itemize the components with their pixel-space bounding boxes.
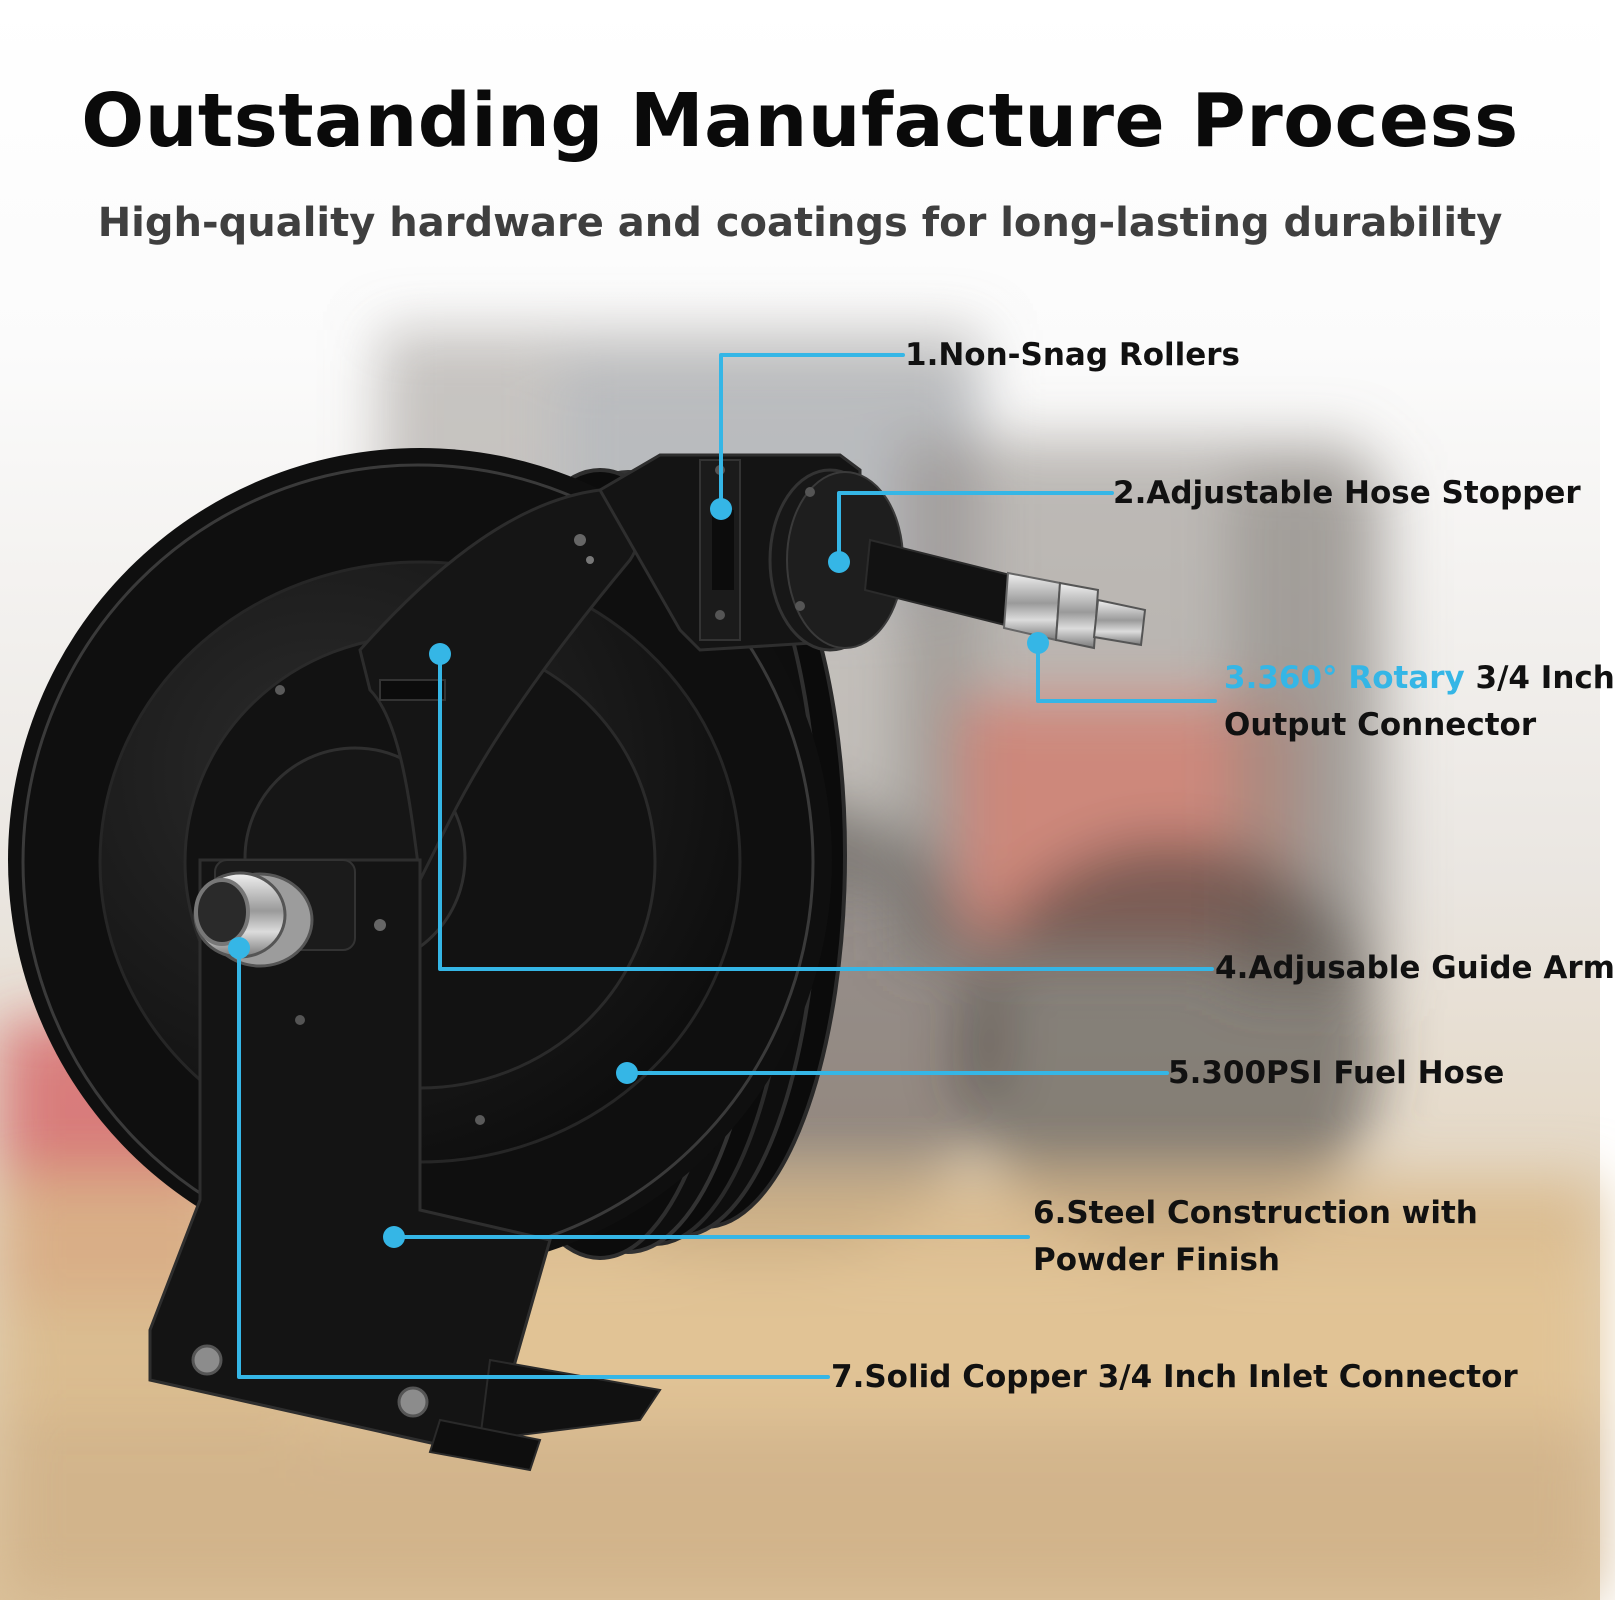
inlet-connector <box>193 859 386 968</box>
callout-dot-7 <box>228 937 250 959</box>
page-subtitle: High-quality hardware and coatings for l… <box>97 200 1503 246</box>
page-title: Outstanding Manufacture Process <box>81 78 1519 164</box>
feature-label-3: 3.360° Rotary 3/4 Inch Output Connector <box>1224 660 1615 743</box>
feature-label-2: 2.Adjustable Hose Stopper <box>1113 475 1581 511</box>
reel-stand <box>148 858 662 1472</box>
callout-line-3 <box>1036 641 1217 703</box>
feature-label-5: 5.300PSI Fuel Hose <box>1168 1055 1505 1091</box>
output-connector <box>1002 571 1147 650</box>
feature-label-4: 4.Adjusable Guide Arm <box>1215 950 1615 986</box>
callout-dot-5 <box>616 1062 638 1084</box>
guide-arm <box>358 488 642 886</box>
feature-label-1: 1.Non-Snag Rollers <box>905 337 1241 373</box>
callout-line-1 <box>719 353 905 511</box>
callout-line-7 <box>237 946 830 1379</box>
callout-dot-1 <box>710 498 732 520</box>
callout-line-2 <box>837 491 1114 564</box>
feature-label-7: 7.Solid Copper 3/4 Inch Inlet Connector <box>831 1359 1518 1395</box>
callout-dot-4 <box>429 643 451 665</box>
feature-label-3-highlight: 3.360° Rotary <box>1224 660 1465 696</box>
callout-dot-2 <box>828 551 850 573</box>
callout-dot-6 <box>383 1226 405 1248</box>
feature-label-6: 6.Steel Construction with Powder Finish <box>1033 1195 1478 1278</box>
callout-dot-3 <box>1027 632 1049 654</box>
callout-line-4 <box>438 652 1214 971</box>
